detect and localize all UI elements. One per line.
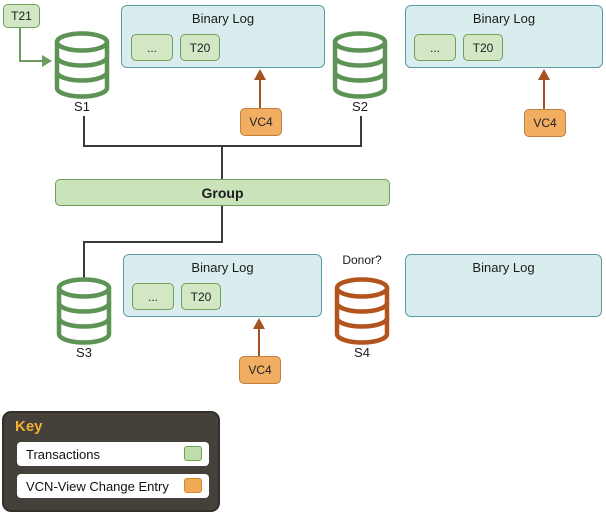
binary-log-s1-title: Binary Log xyxy=(191,11,255,26)
key-transactions-label: Transactions xyxy=(26,446,100,462)
binary-log-s2: Binary Log ... T20 xyxy=(405,5,603,68)
log-entry-t20: T20 xyxy=(463,34,503,61)
key-view-change-label: VCN-View Change Entry xyxy=(26,478,169,494)
connector-s2-drop xyxy=(360,116,362,146)
binary-log-s2-entries: ... T20 xyxy=(414,34,503,61)
vc4-label: VC4 xyxy=(533,116,557,130)
binary-log-s3-title: Binary Log xyxy=(191,260,254,275)
log-entry-t20: T20 xyxy=(181,283,221,310)
transaction-t21-node: T21 xyxy=(3,4,40,28)
t21-arrow-horizontal-line xyxy=(19,60,43,62)
log-entry-ellipsis: ... xyxy=(132,283,174,310)
vc4-label: VC4 xyxy=(248,363,272,377)
transactions-color-swatch xyxy=(184,446,202,461)
key-title: Key xyxy=(15,418,43,435)
binary-log-s3-entries: ... T20 xyxy=(132,283,221,310)
server-s1-database-icon xyxy=(54,31,110,99)
vc4-arrow-line xyxy=(258,328,260,357)
donor-question-label: Donor? xyxy=(342,253,382,267)
binary-log-s1-entries: ... T20 xyxy=(131,34,220,61)
binary-log-s3: Binary Log ... T20 xyxy=(123,254,322,317)
log-entry-t20: T20 xyxy=(180,34,220,61)
server-s4-database-icon xyxy=(334,277,390,345)
server-s3-label: S3 xyxy=(76,345,92,360)
server-s4-label: S4 xyxy=(354,345,370,360)
connector-s1-drop xyxy=(83,116,85,146)
connector-top-horizontal xyxy=(83,145,362,147)
vc4-arrow-line xyxy=(543,79,545,109)
vc4-arrowhead-icon xyxy=(254,69,266,80)
group-label: Group xyxy=(201,184,244,201)
view-change-vc4-node-s2: VC4 xyxy=(524,109,566,137)
view-change-vc4-node-s3: VC4 xyxy=(239,356,281,384)
view-change-color-swatch xyxy=(184,478,202,493)
key-row-view-change: VCN-View Change Entry xyxy=(17,474,209,498)
t21-arrowhead-icon xyxy=(42,55,52,67)
connector-bottom-horizontal xyxy=(83,241,223,243)
connector-group-bottom xyxy=(221,206,223,242)
log-entry-ellipsis: ... xyxy=(414,34,456,61)
binary-log-s4: Binary Log xyxy=(405,254,602,317)
vc4-label: VC4 xyxy=(249,115,273,129)
vc4-arrow-line xyxy=(259,79,261,108)
binary-log-s2-title: Binary Log xyxy=(472,11,536,26)
key-row-transactions: Transactions xyxy=(17,442,209,466)
vc4-arrowhead-icon xyxy=(253,318,265,329)
log-entry-ellipsis: ... xyxy=(131,34,173,61)
connector-s3-drop xyxy=(83,242,85,278)
server-s3-database-icon xyxy=(56,277,112,345)
server-s1-label: S1 xyxy=(74,99,90,114)
binary-log-s4-title: Binary Log xyxy=(472,260,535,275)
binary-log-s1: Binary Log ... T20 xyxy=(121,5,325,68)
server-s2-label: S2 xyxy=(352,99,368,114)
connector-group-top xyxy=(221,146,223,179)
t21-arrow-vertical-line xyxy=(19,28,21,61)
transaction-t21-label: T21 xyxy=(11,9,32,23)
server-s2-database-icon xyxy=(332,31,388,99)
view-change-vc4-node-s1: VC4 xyxy=(240,108,282,136)
key-legend-panel: Key Transactions VCN-View Change Entry xyxy=(2,411,220,512)
group-node: Group xyxy=(55,179,390,206)
vc4-arrowhead-icon xyxy=(538,69,550,80)
